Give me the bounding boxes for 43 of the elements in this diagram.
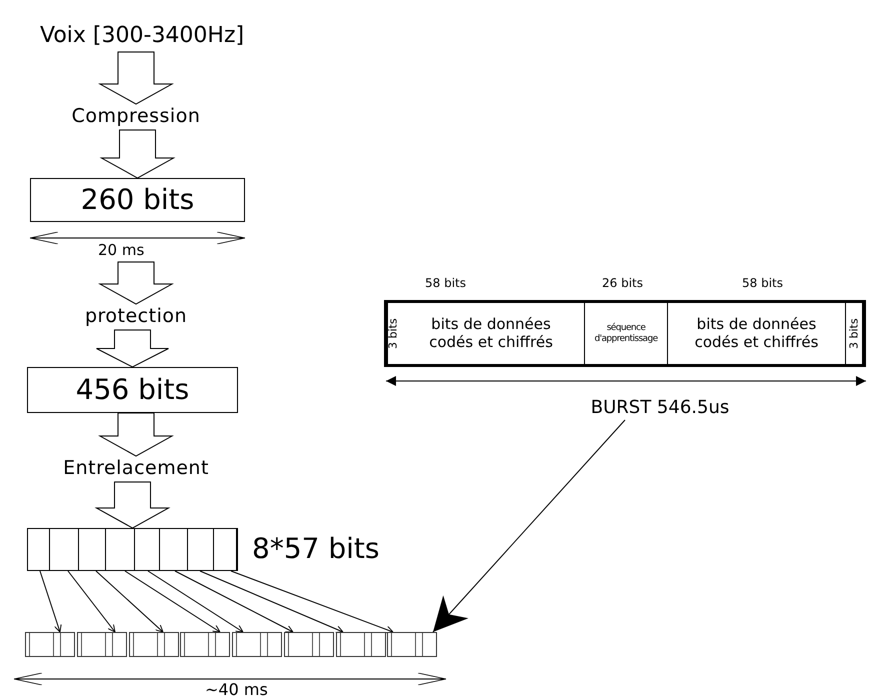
duration-label: 20 ms: [98, 241, 144, 259]
burst-slot: [25, 632, 75, 657]
step-label: Entrelacement: [36, 456, 236, 482]
burst-frame: [384, 300, 866, 367]
burst-slot: [180, 632, 230, 657]
bit-count-label: 8*57 bits: [252, 532, 380, 565]
step-label: Compression: [36, 104, 236, 130]
burst-slot: [232, 632, 282, 657]
burst-label: BURST 546.5us: [590, 396, 730, 420]
data-box: 456 bits: [27, 367, 238, 413]
burst-slot: [387, 632, 437, 657]
hollow-arrow: [96, 330, 169, 368]
burst-slot: [284, 632, 334, 657]
bit-count-label: 26 bits: [602, 276, 643, 290]
hollow-arrow: [94, 482, 170, 529]
training-sequence-cell: séquence d'apprentissage: [585, 303, 668, 364]
arrow: [230, 570, 394, 634]
arrow: [174, 570, 294, 632]
bit-count-label: 58 bits: [742, 276, 783, 290]
burst-slot: [336, 632, 386, 657]
data-bits-cell: bits de données codés et chiffrés: [668, 303, 846, 364]
hollow-arrow: [98, 412, 174, 457]
arrow: [148, 570, 244, 632]
hollow-arrow: [100, 130, 176, 179]
tail-bits-cell: 3 bits: [846, 303, 863, 364]
data-bits-cell: bits de données codés et chiffrés: [398, 303, 585, 364]
burst-slot: [129, 632, 179, 657]
burst-slot: [77, 632, 127, 657]
segmented-block: [27, 528, 238, 571]
arrow: [96, 570, 164, 632]
arrow: [68, 570, 116, 632]
hollow-arrow: [98, 52, 174, 105]
step-label: protection: [36, 304, 236, 330]
arrow: [432, 420, 626, 632]
bit-count-label: 58 bits: [425, 276, 466, 290]
duration-label: ~40 ms: [205, 680, 268, 699]
arrow: [124, 570, 220, 632]
arrow: [40, 570, 62, 632]
arrow: [200, 570, 344, 633]
hollow-arrow: [98, 262, 174, 305]
data-box: 260 bits: [30, 178, 245, 222]
signal-label: Voix [300-3400Hz]: [40, 20, 320, 52]
tail-bits-cell: 3 bits: [387, 303, 398, 364]
